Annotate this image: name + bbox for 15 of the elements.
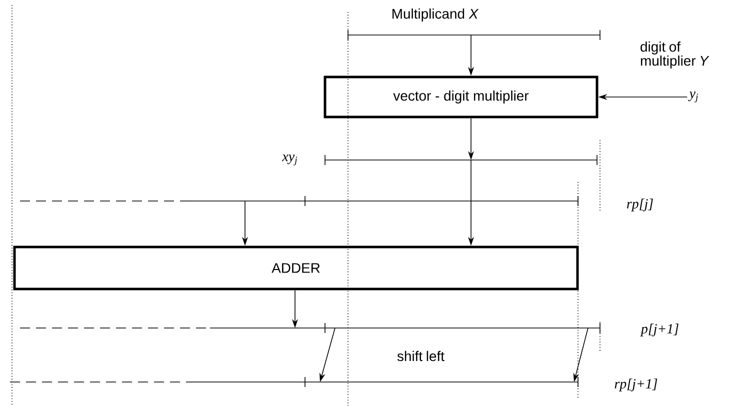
register-label: Multiplicand X [392,8,479,22]
signal-label: y$_{j}$ [688,92,698,102]
note-text: digit of multiplier Y [640,42,710,68]
register-label: xy$_{j}$ [282,154,298,166]
register-label: rp[j] [627,198,653,212]
process-box: vector - digit multiplier [324,76,598,118]
register-line [10,376,578,388]
register-line [20,196,578,206]
register-line [324,154,598,166]
process-box: ADDER [13,246,579,290]
register-label: p[j+1] [640,324,678,336]
note-text: shift left [397,350,444,362]
register-label: rp[j+1] [614,378,658,392]
register-line [20,322,600,334]
register-line [348,30,600,40]
